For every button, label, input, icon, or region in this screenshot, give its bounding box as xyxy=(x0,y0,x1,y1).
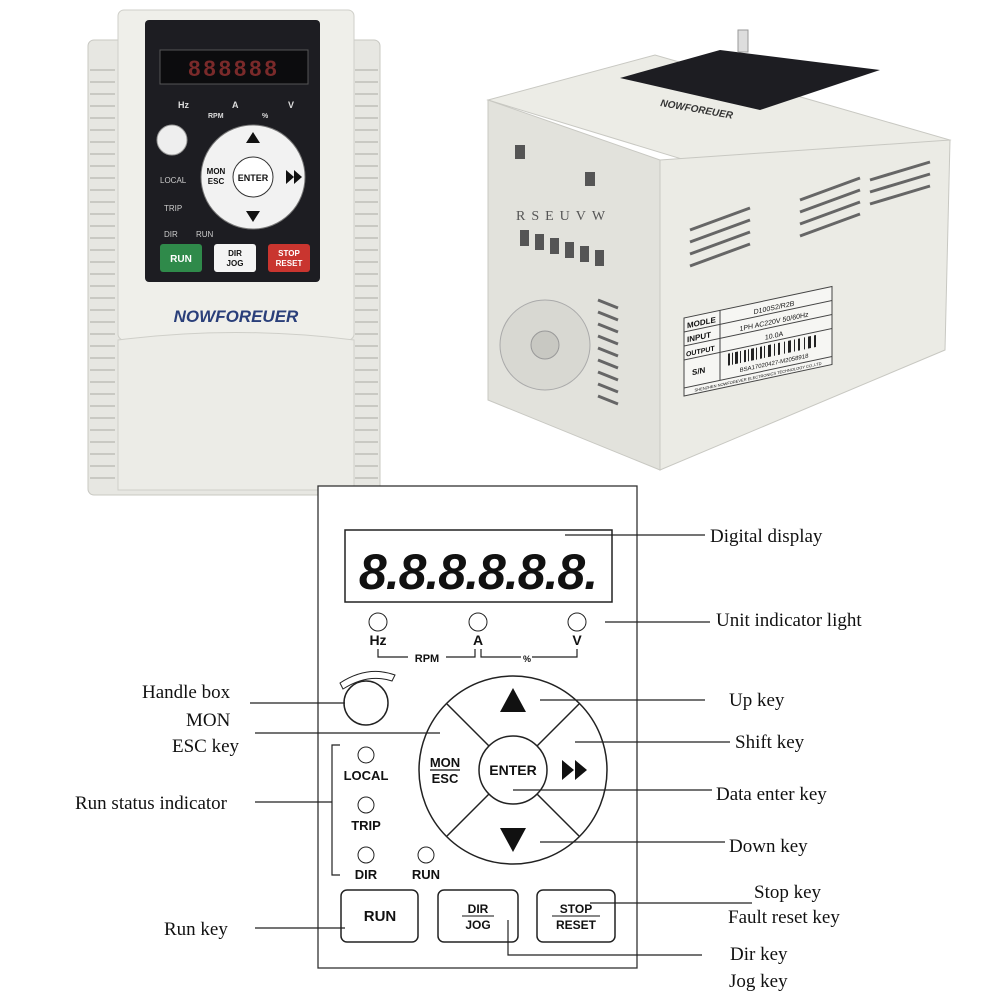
svg-text:RPM: RPM xyxy=(415,653,439,665)
svg-text:RESET: RESET xyxy=(556,918,597,932)
svg-text:DIR: DIR xyxy=(228,249,242,258)
callout-up-key: Up key xyxy=(729,690,785,711)
led-local xyxy=(357,746,375,764)
callout-handle-box: Handle box xyxy=(142,682,231,703)
svg-text:%: % xyxy=(523,654,531,664)
svg-text:DIR: DIR xyxy=(355,867,378,882)
svg-text:V: V xyxy=(288,100,294,110)
svg-text:ESC: ESC xyxy=(208,177,225,186)
svg-text:JOG: JOG xyxy=(227,259,244,268)
svg-text:V: V xyxy=(572,632,582,648)
svg-text:ESC: ESC xyxy=(432,771,459,786)
keypad-diagram: 8.8.8.8.8.8. Hz A V RPM % LOCAL TRIP DIR… xyxy=(250,485,752,969)
led-dir xyxy=(357,846,375,864)
handle-box-knob[interactable] xyxy=(343,680,389,726)
callouts: Digital display Unit indicator light Up … xyxy=(75,526,862,992)
svg-text:MON: MON xyxy=(207,167,226,176)
led-trip xyxy=(357,796,375,814)
svg-text:TRIP: TRIP xyxy=(351,818,381,833)
svg-text:STOP: STOP xyxy=(278,249,300,258)
callout-dir-key: Dir key xyxy=(730,944,788,965)
led-hz xyxy=(368,612,388,632)
run-key[interactable] xyxy=(340,889,419,943)
svg-text:RUN: RUN xyxy=(412,867,440,882)
svg-text:RPM: RPM xyxy=(208,113,224,120)
terminal-labels: RSEUVW xyxy=(516,209,611,224)
side-fins xyxy=(90,69,378,479)
front-brand-logo: NOWFOREUER xyxy=(174,307,299,326)
svg-text:%: % xyxy=(262,113,269,120)
front-knob xyxy=(156,124,188,156)
svg-text:DIR: DIR xyxy=(468,902,489,916)
up-key[interactable] xyxy=(500,688,526,712)
svg-text:RESET: RESET xyxy=(276,259,303,268)
svg-text:RUN: RUN xyxy=(196,230,214,239)
svg-text:A: A xyxy=(473,632,483,648)
navigation-ring xyxy=(418,675,608,865)
callout-down-key: Down key xyxy=(729,836,808,857)
svg-text:ENTER: ENTER xyxy=(238,173,269,183)
led-v xyxy=(567,612,587,632)
svg-text:RUN: RUN xyxy=(364,908,397,925)
callout-shift-key: Shift key xyxy=(735,732,805,753)
front-display: 888888 xyxy=(188,56,279,81)
svg-text:LOCAL: LOCAL xyxy=(344,768,389,783)
callout-jog-key: Jog key xyxy=(729,971,788,992)
svg-text:Hz: Hz xyxy=(369,632,386,648)
front-photo: 888888 Hz RPM A % V ENTER MON ESC LOCAL … xyxy=(87,9,381,496)
svg-text:MON: MON xyxy=(430,755,460,770)
display-digits: 8.8.8.8.8.8. xyxy=(359,544,597,600)
svg-text:S/N: S/N xyxy=(692,366,705,378)
digital-display xyxy=(344,529,613,603)
shift-key[interactable] xyxy=(562,760,587,780)
callout-unit-indicator: Unit indicator light xyxy=(716,610,862,631)
svg-text:RUN: RUN xyxy=(170,254,192,265)
callout-mon: MON xyxy=(186,710,231,731)
down-key[interactable] xyxy=(500,828,526,852)
svg-text:A: A xyxy=(232,100,239,110)
callout-run-status-indicator: Run status indicator xyxy=(75,793,228,814)
led-a xyxy=(468,612,488,632)
svg-text:LOCAL: LOCAL xyxy=(160,176,187,185)
side-photo: NOWFOREUER RSEUVW MODLE D100S2/R2B INPUT… xyxy=(486,29,952,471)
callout-data-enter-key: Data enter key xyxy=(716,784,827,805)
svg-text:JOG: JOG xyxy=(465,918,490,932)
enter-key[interactable]: ENTER xyxy=(489,762,536,778)
svg-text:10.0A: 10.0A xyxy=(765,331,784,342)
svg-text:DIR: DIR xyxy=(164,230,178,239)
svg-text:TRIP: TRIP xyxy=(164,204,182,213)
led-run xyxy=(417,846,435,864)
callout-digital-display: Digital display xyxy=(710,526,823,547)
svg-text:Hz: Hz xyxy=(178,100,189,110)
svg-text:STOP: STOP xyxy=(560,902,592,916)
mon-esc-key[interactable]: MON ESC xyxy=(430,755,460,786)
callout-esc-key: ESC key xyxy=(172,736,240,757)
callout-stop-key: Stop key xyxy=(754,882,822,903)
callout-run-key: Run key xyxy=(164,919,228,940)
callout-fault-reset-key: Fault reset key xyxy=(728,907,840,928)
